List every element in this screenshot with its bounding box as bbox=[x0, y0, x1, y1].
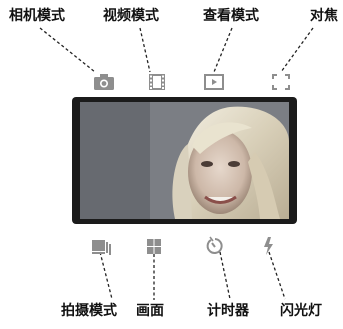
flash-icon[interactable] bbox=[258, 236, 280, 256]
stack-icon[interactable] bbox=[90, 237, 112, 257]
flash-label: 闪光灯 bbox=[280, 303, 322, 319]
leader-flash bbox=[268, 251, 286, 300]
preview-photo bbox=[80, 102, 289, 219]
camera-icon[interactable] bbox=[93, 72, 115, 92]
play-icon[interactable] bbox=[203, 72, 225, 92]
leader-video-mode bbox=[139, 27, 151, 73]
timer-label: 计时器 bbox=[207, 303, 249, 319]
focus-frame-icon[interactable] bbox=[270, 72, 292, 92]
shooting-mode-label: 拍摄模式 bbox=[61, 303, 117, 319]
camera-screen bbox=[72, 97, 297, 224]
leader-view-mode bbox=[213, 27, 233, 73]
picture-label: 画面 bbox=[136, 303, 164, 319]
leader-camera-mode bbox=[39, 27, 96, 73]
camera-mode-label: 相机模式 bbox=[9, 8, 65, 24]
focus-label: 对焦 bbox=[310, 8, 338, 24]
timer-icon[interactable] bbox=[204, 236, 226, 256]
leader-shooting-mode bbox=[99, 251, 113, 300]
view-mode-label: 查看模式 bbox=[203, 8, 259, 24]
video-mode-label: 视频模式 bbox=[103, 8, 159, 24]
film-icon[interactable] bbox=[146, 72, 168, 92]
leader-timer bbox=[219, 251, 231, 300]
leader-focus bbox=[280, 27, 314, 73]
grid-icon[interactable] bbox=[143, 237, 165, 257]
